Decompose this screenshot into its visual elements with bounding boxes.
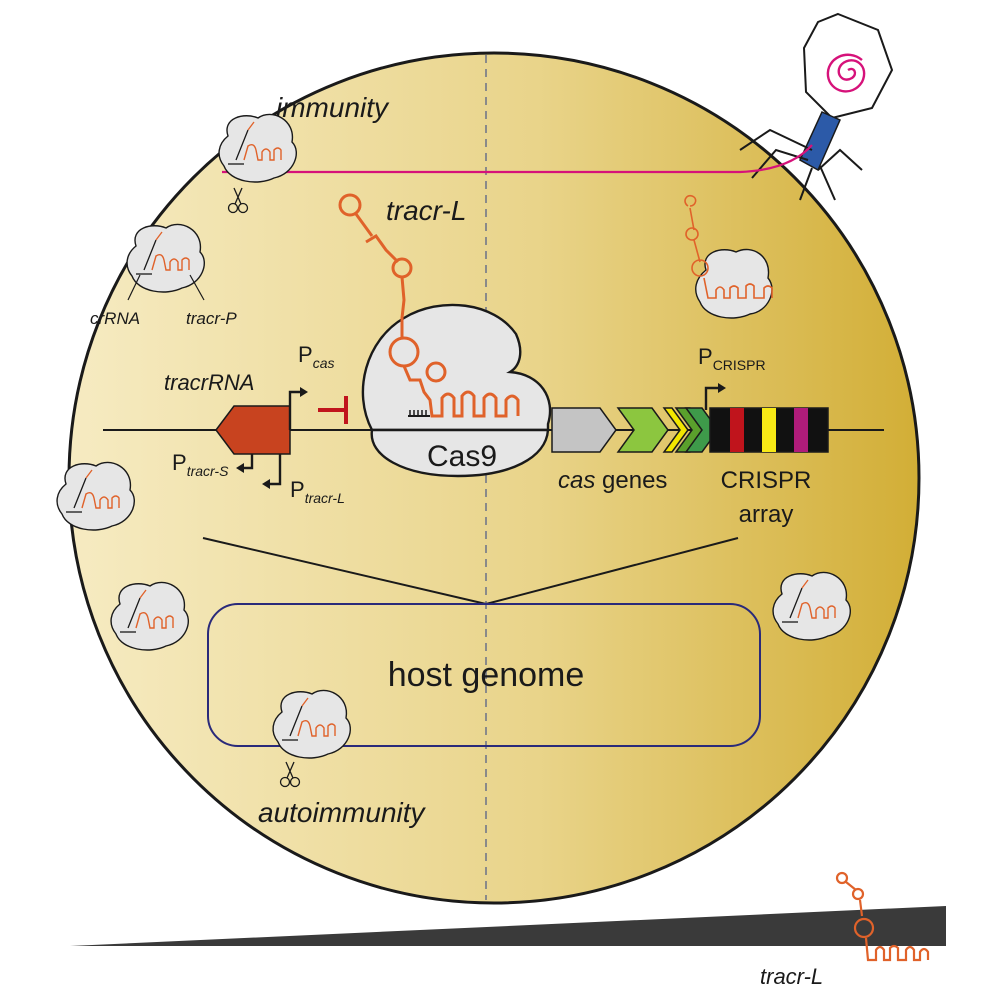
phage-icon bbox=[739, 12, 894, 201]
crispr-label-line2: array bbox=[739, 501, 794, 528]
host-genome-label: host genome bbox=[388, 656, 585, 694]
cas9-label: Cas9 bbox=[427, 440, 497, 473]
side-complex-icon bbox=[110, 581, 190, 651]
zoom-line-left bbox=[202, 537, 487, 605]
side-complex-icon bbox=[772, 571, 852, 641]
tracr-p-label: tracr-P bbox=[186, 309, 237, 328]
tracrrna-label: tracrRNA bbox=[164, 370, 254, 395]
side-complex-icon bbox=[56, 461, 136, 531]
cas9-complex-icon bbox=[338, 193, 552, 478]
tracr-l-bottom-label: tracr-L bbox=[760, 964, 823, 989]
promoter-arrow-icon bbox=[704, 386, 720, 410]
immunity-label: immunity bbox=[276, 92, 390, 123]
phage-dna-line bbox=[222, 144, 813, 174]
tracr-l-bottom-icon bbox=[835, 871, 930, 962]
crispr-label-line1: CRISPR bbox=[721, 467, 812, 494]
crispr-array-icon bbox=[709, 407, 829, 453]
crrna-label: crRNA bbox=[90, 309, 140, 328]
promoter-arrow-icon bbox=[268, 454, 282, 486]
tracr-l-top-label: tracr-L bbox=[386, 195, 466, 226]
promoter-arrow-icon bbox=[288, 390, 302, 430]
autoimmunity-label: autoimmunity bbox=[258, 797, 427, 828]
repression-bar-icon bbox=[318, 396, 348, 424]
tracr-l-small-complex-icon bbox=[684, 194, 773, 319]
host-genome-box bbox=[207, 603, 761, 747]
immunity-complex-icon bbox=[218, 113, 298, 183]
p-tracr-l-label: Ptracr-L bbox=[290, 477, 345, 506]
p-cas-label: Pcas bbox=[298, 342, 334, 371]
p-tracr-s-label: Ptracr-S bbox=[172, 450, 229, 479]
zoom-line-right bbox=[485, 537, 739, 605]
autoimmunity-complex-icon bbox=[272, 689, 352, 759]
cas-genes-icon bbox=[551, 407, 719, 453]
p-crispr-label: PCRISPR bbox=[698, 344, 766, 373]
cas-genes-label: cas genes bbox=[558, 467, 667, 494]
expression-level-wedge bbox=[70, 906, 946, 946]
crrna-complex-icon bbox=[126, 223, 206, 293]
